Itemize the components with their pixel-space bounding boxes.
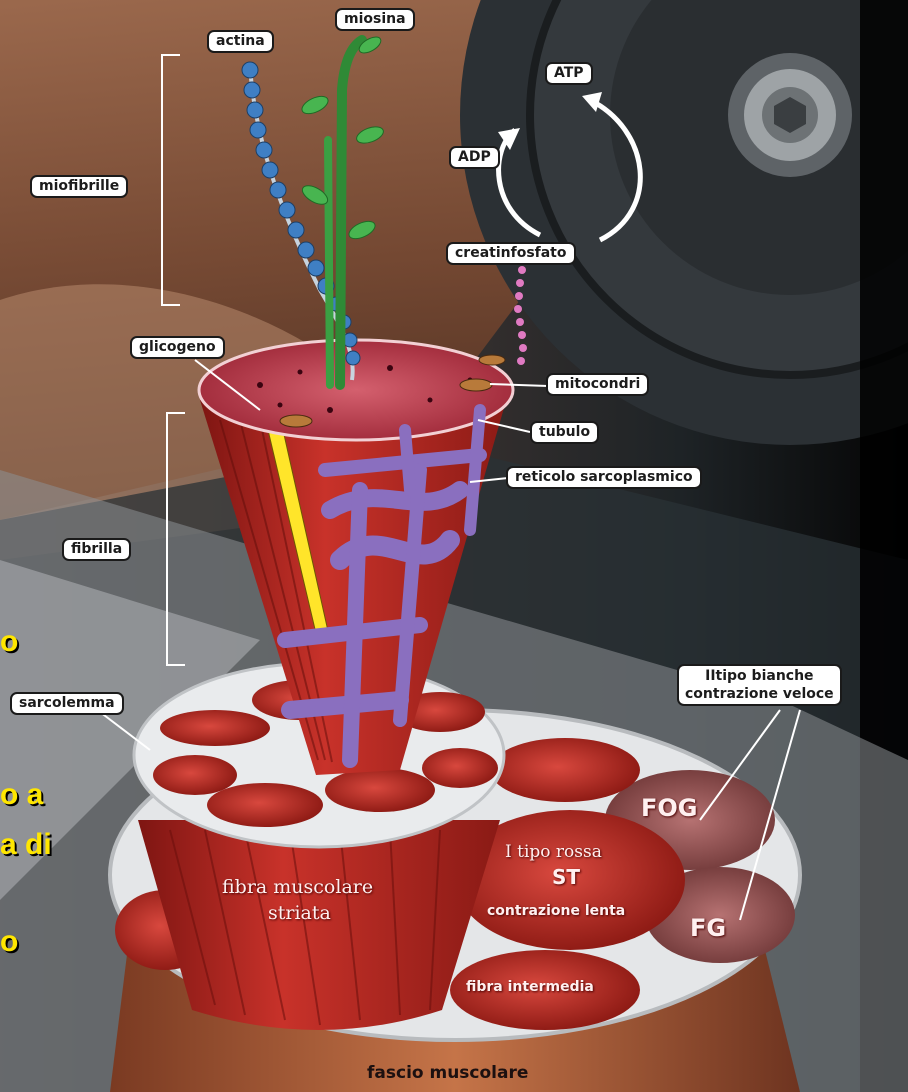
cropped-text-2: o a bbox=[0, 778, 43, 812]
label-mitocondri: mitocondri bbox=[546, 373, 649, 396]
label-atp: ATP bbox=[545, 62, 593, 85]
label-reticolo-sarcoplasmico: reticolo sarcoplasmico bbox=[506, 466, 702, 489]
label-st: ST bbox=[552, 865, 580, 889]
label-tipo2-bianche: IItipo bianche contrazione veloce bbox=[677, 664, 842, 706]
label-adp: ADP bbox=[449, 146, 500, 169]
label-fascio-muscolare: fascio muscolare bbox=[367, 1063, 528, 1083]
label-creatinfosfato: creatinfosfato bbox=[446, 242, 576, 265]
label-fg: FG bbox=[690, 914, 726, 942]
tipo2-line1: IItipo bianche bbox=[685, 667, 834, 685]
cropped-text-4: o bbox=[0, 925, 18, 959]
label-contrazione-lenta: contrazione lenta bbox=[487, 903, 625, 919]
label-actina: actina bbox=[207, 30, 274, 53]
label-fibra-muscolare: fibra muscolare bbox=[222, 876, 373, 898]
label-sarcolemma: sarcolemma bbox=[10, 692, 124, 715]
label-fibra-intermedia: fibra intermedia bbox=[466, 979, 594, 995]
mitochondrion bbox=[280, 415, 312, 427]
label-glicogeno: glicogeno bbox=[130, 336, 225, 359]
label-fog: FOG bbox=[641, 794, 698, 822]
label-striata: striata bbox=[268, 902, 331, 924]
label-tipo1-rossa: I tipo rossa bbox=[505, 842, 602, 862]
cropped-text-3: a di bbox=[0, 828, 52, 862]
cropped-text-1: o bbox=[0, 625, 18, 659]
label-fibrilla: fibrilla bbox=[62, 538, 131, 561]
label-tubulo: tubulo bbox=[530, 421, 599, 444]
tipo2-line2: contrazione veloce bbox=[685, 685, 834, 703]
label-miosina: miosina bbox=[335, 8, 415, 31]
label-miofibrille: miofibrille bbox=[30, 175, 128, 198]
